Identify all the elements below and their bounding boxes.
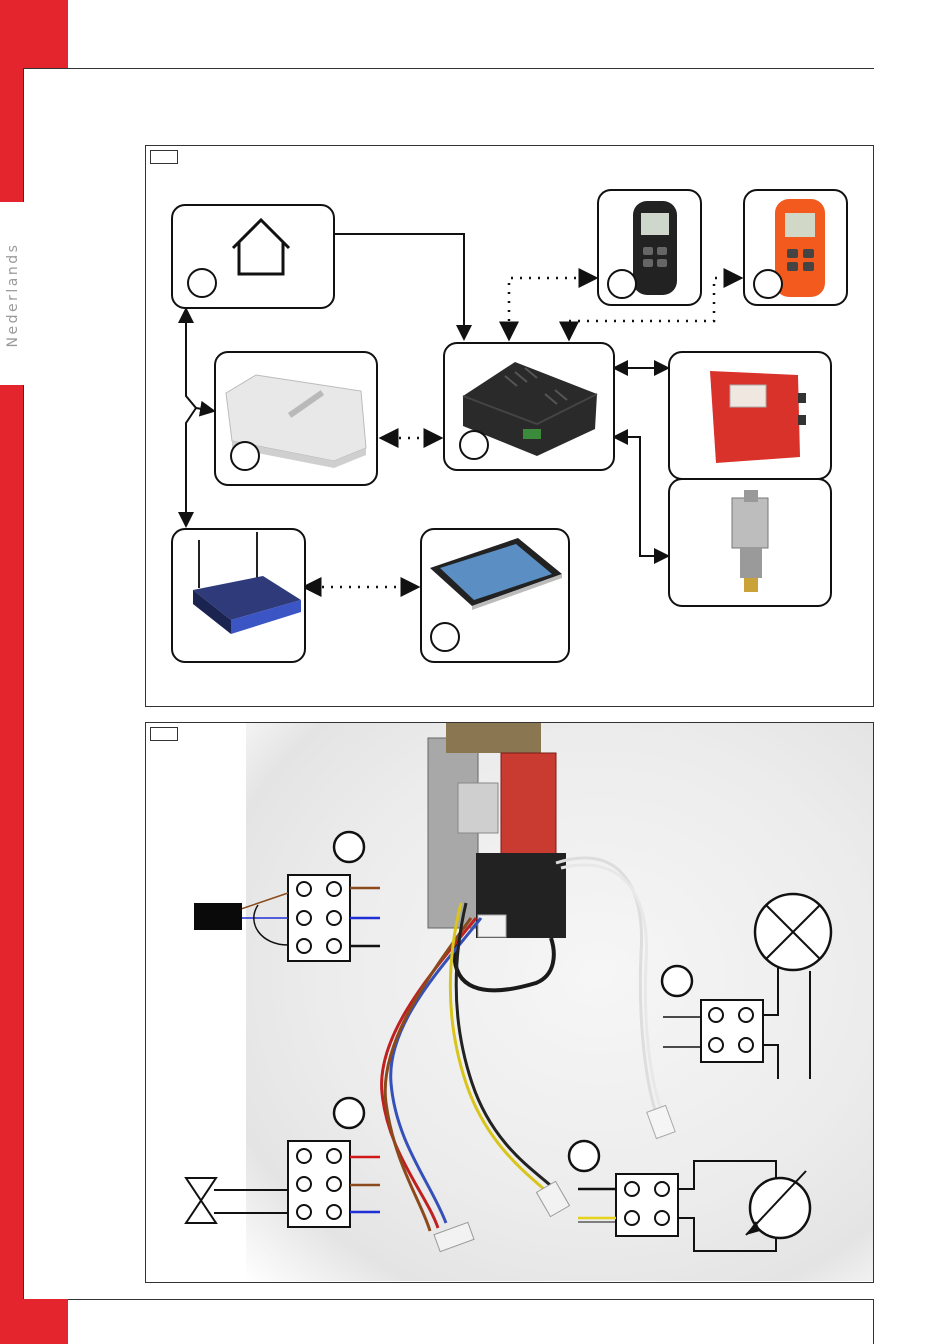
header-rule: [23, 68, 874, 69]
fan-symbol-icon: [746, 1171, 810, 1238]
item-number-circle: [753, 269, 783, 299]
ignition-unit-icon: [670, 353, 830, 478]
item-number-circle: [459, 430, 489, 460]
red-margin-bar-top: [0, 0, 23, 202]
remote-orange-box: [743, 189, 848, 306]
footer-rule: [68, 1299, 874, 1300]
left-rule-top: [23, 68, 24, 202]
remote-black-box: [597, 189, 702, 306]
valve-symbol-icon: [186, 1178, 216, 1223]
wifi-box: [214, 351, 378, 486]
red-margin-bar-middle: [0, 385, 23, 1344]
router-box: [171, 528, 306, 663]
figure-wiring: [145, 722, 874, 1283]
black-module-icon: [194, 903, 242, 930]
lamp-symbol-icon: [755, 894, 831, 970]
red-margin-bar-bottom-wide: [23, 1299, 68, 1344]
ignition-unit-box: [668, 351, 832, 480]
gas-valve-box: [668, 478, 832, 607]
item-number-circle: [187, 268, 217, 298]
wiring-photo-and-diagram: [146, 723, 873, 1282]
item-number-circle: [230, 441, 260, 471]
control-module-box: [443, 342, 615, 471]
language-label: Nederlands: [5, 240, 25, 350]
terminal-block-right-upper: [662, 963, 810, 1079]
footer-right-rule: [873, 1299, 874, 1344]
item-number-circle: [607, 269, 637, 299]
tablet-box: [420, 528, 570, 663]
terminal-block-right-lower: [569, 1141, 776, 1251]
red-margin-bar-top-wide: [23, 0, 68, 68]
left-rule-bottom: [23, 385, 24, 1299]
terminal-block-top-left: [241, 832, 380, 961]
figure-system-overview: [145, 145, 874, 707]
gas-valve-icon: [670, 480, 830, 605]
item-number-circle: [430, 622, 460, 652]
terminal-block-bottom-left: [214, 1098, 380, 1227]
house-thermostat-box: [171, 204, 335, 309]
router-icon: [173, 530, 304, 661]
